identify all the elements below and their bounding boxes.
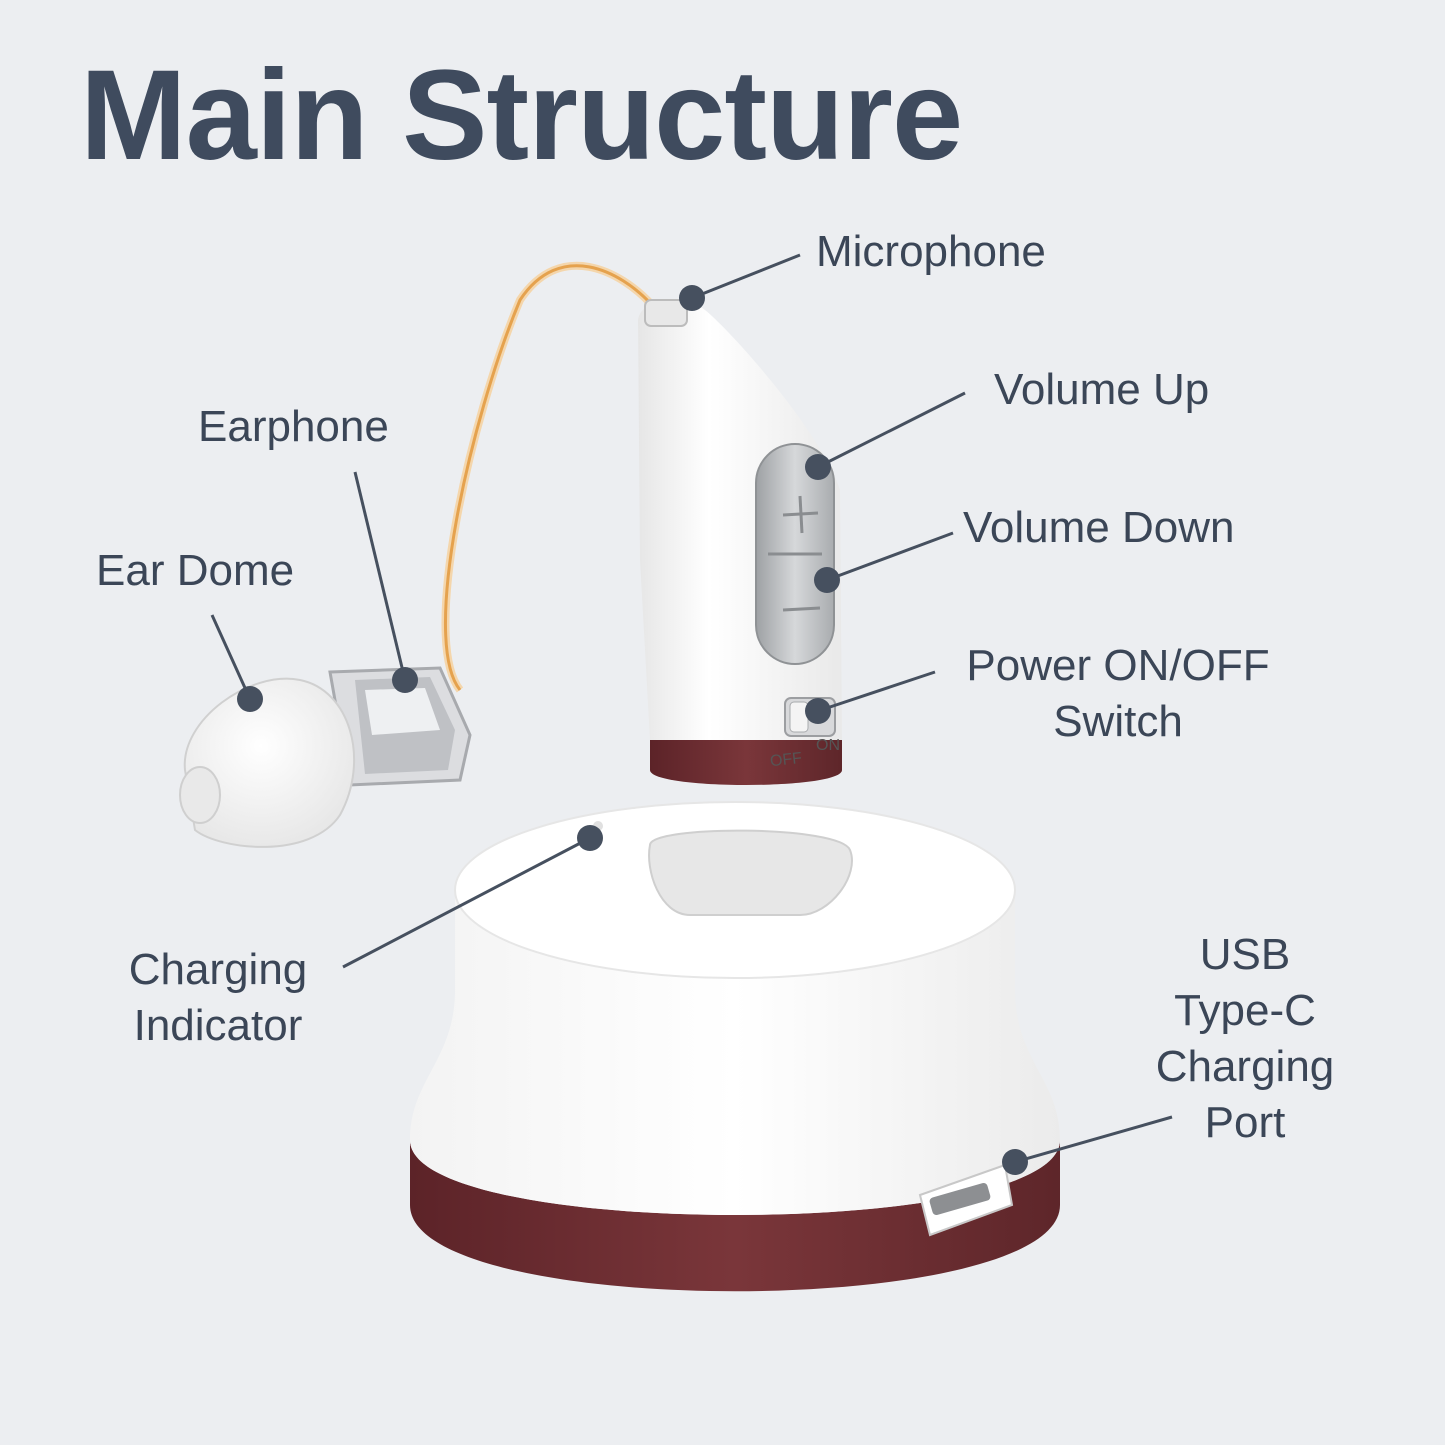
hearing-aid-body xyxy=(638,299,842,785)
minus-icon xyxy=(782,606,821,612)
volume-down-label: Volume Down xyxy=(963,503,1235,552)
ear-dome-label: Ear Dome xyxy=(96,546,295,595)
usb-port-label: USB Type-C Charging Port xyxy=(1135,927,1355,1151)
charging-indicator-label-line2: Indicator xyxy=(133,1001,303,1050)
callout-lines xyxy=(210,253,1173,1164)
charging-indicator-label-line1: Charging xyxy=(128,945,308,994)
usb-port-label-line1: USB xyxy=(1199,930,1291,979)
volume-down-dot xyxy=(814,567,840,593)
ear-dome-dot xyxy=(237,686,263,712)
earphone-receiver xyxy=(328,666,472,787)
volume-up-dot xyxy=(805,454,831,480)
usb-port-label-line4: Port xyxy=(1204,1098,1286,1147)
power-switch-dot xyxy=(805,698,831,724)
ear-dome xyxy=(179,677,355,848)
usb-port-label-line3: Charging xyxy=(1155,1042,1335,1091)
page-title: Main Structure xyxy=(80,44,963,187)
switch-off-label: OFF xyxy=(769,750,803,770)
microphone-dot xyxy=(679,285,705,311)
charging-indicator-label: Charging Indicator xyxy=(108,942,328,1054)
switch-on-label: ON xyxy=(816,737,840,754)
power-switch-label-line2: Switch xyxy=(1053,697,1183,746)
earphone-dot xyxy=(392,667,418,693)
microphone-label: Microphone xyxy=(816,227,1046,276)
charging-base xyxy=(410,801,1060,1292)
volume-up-label: Volume Up xyxy=(994,365,1210,414)
sound-tube xyxy=(441,261,655,693)
plus-icon xyxy=(782,495,819,534)
usb-port-label-line2: Type-C xyxy=(1174,986,1316,1035)
earphone-label: Earphone xyxy=(198,402,389,451)
usb-port-dot xyxy=(1002,1149,1028,1175)
power-switch-label-line1: Power ON/OFF xyxy=(966,641,1270,690)
callout-dots xyxy=(237,285,1028,1175)
power-switch-label: Power ON/OFF Switch xyxy=(948,638,1288,750)
charging-indicator-dot xyxy=(577,825,603,851)
